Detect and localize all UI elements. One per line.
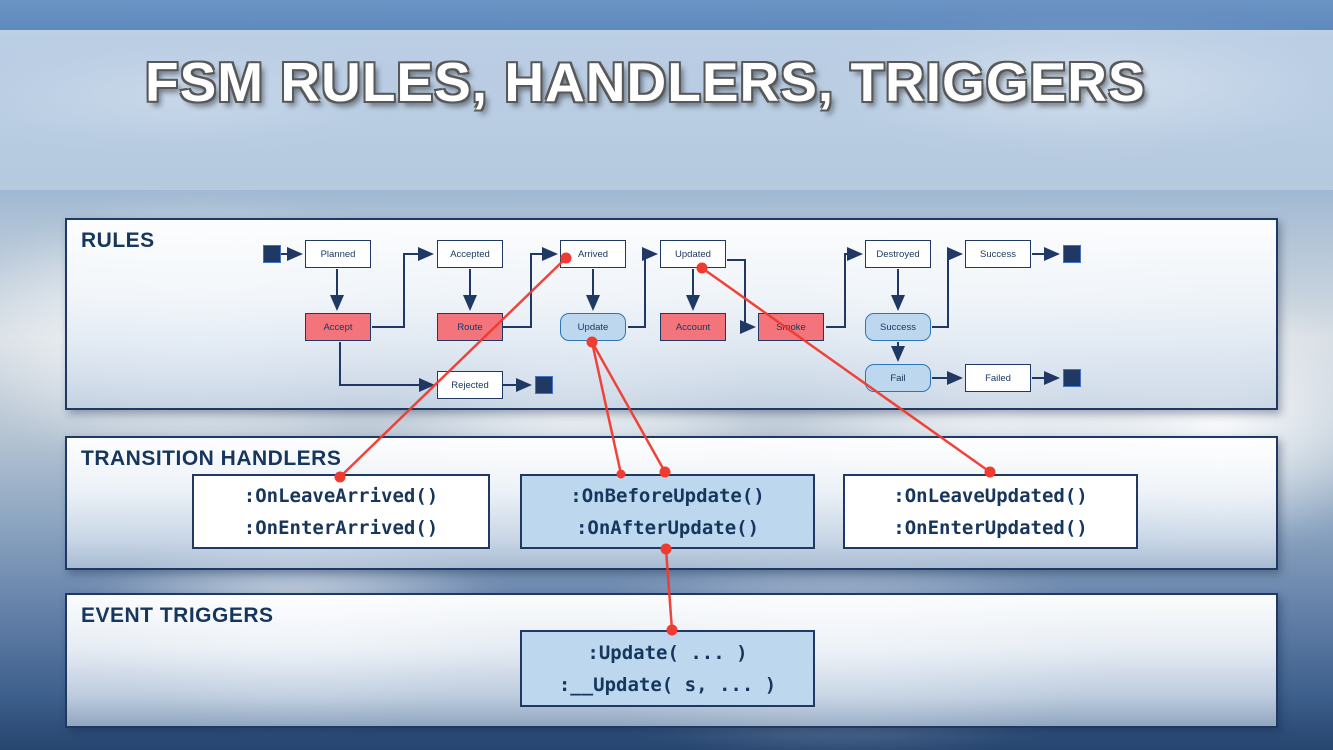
handler-line: :OnAfterUpdate() (575, 516, 760, 539)
state-arrived: Arrived (560, 240, 626, 268)
title-banner: FSM RULES, HANDLERS, TRIGGERS (0, 30, 1333, 190)
transition-account: Account (660, 313, 726, 341)
end-marker-success (1063, 245, 1081, 263)
trigger-box-update: :Update( ... ) :__Update( s, ... ) (520, 630, 815, 707)
transition-fail: Fail (865, 364, 931, 392)
slide-title: FSM RULES, HANDLERS, TRIGGERS (145, 51, 1146, 113)
handler-line: :OnEnterUpdated() (893, 516, 1088, 539)
end-marker-rejected (535, 376, 553, 394)
state-accepted: Accepted (437, 240, 503, 268)
trigger-line: :Update( ... ) (587, 641, 748, 664)
event-triggers-panel-label: EVENT TRIGGERS (81, 604, 274, 627)
handler-line: :OnLeaveArrived() (243, 484, 439, 507)
state-rejected: Rejected (437, 371, 503, 399)
transition-update: Update (560, 313, 626, 341)
handler-box-updated: :OnLeaveUpdated() :OnEnterUpdated() (843, 474, 1138, 549)
transition-success: Success (865, 313, 931, 341)
handler-box-arrived: :OnLeaveArrived() :OnEnterArrived() (192, 474, 490, 549)
trigger-line: :__Update( s, ... ) (558, 673, 777, 696)
start-marker (263, 245, 281, 263)
transition-smoke: Smoke (758, 313, 824, 341)
state-success: Success (965, 240, 1031, 268)
handler-line: :OnLeaveUpdated() (893, 484, 1088, 507)
handler-line: :OnBeforeUpdate() (570, 484, 765, 507)
state-planned: Planned (305, 240, 371, 268)
transition-route: Route (437, 313, 503, 341)
state-failed: Failed (965, 364, 1031, 392)
end-marker-failed (1063, 369, 1081, 387)
rules-panel-label: RULES (81, 229, 155, 252)
handler-box-update: :OnBeforeUpdate() :OnAfterUpdate() (520, 474, 815, 549)
state-destroyed: Destroyed (865, 240, 931, 268)
state-updated: Updated (660, 240, 726, 268)
handler-line: :OnEnterArrived() (243, 516, 439, 539)
transition-handlers-panel-label: TRANSITION HANDLERS (81, 447, 342, 470)
transition-accept: Accept (305, 313, 371, 341)
